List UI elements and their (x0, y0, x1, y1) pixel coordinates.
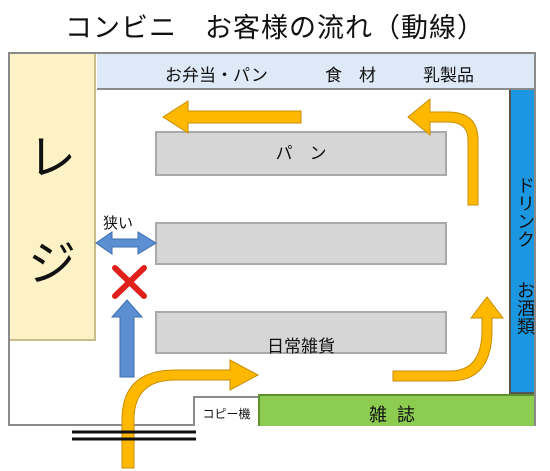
page-title: コンビニ お客様の流れ（動線） (65, 13, 485, 44)
shelf-bread-label: パ ン (275, 144, 327, 164)
register-area: レ ジ (10, 54, 96, 341)
label-alcohol: お酒類 (514, 281, 535, 335)
label-dairy: 乳製品 (423, 66, 474, 86)
shelf-daily-goods-label: 日常雑貨 (267, 337, 335, 357)
label-drink: ドリンク (514, 176, 535, 248)
magazine-label: 雑誌 (369, 405, 425, 426)
entrance-line (72, 430, 196, 441)
magazine-rack: 雑誌 (258, 394, 534, 426)
top-shelf-band: お弁当・パン 食 材 乳製品 (97, 54, 534, 90)
arrow-bottom-right (392, 296, 505, 382)
copy-machine-label: コピー機 (202, 407, 251, 421)
blocked-cross-icon (112, 265, 147, 299)
shelf-middle (155, 222, 447, 265)
narrow-double-arrow (95, 231, 157, 255)
arrow-right-turn (407, 97, 479, 206)
arrow-top-left (162, 100, 302, 134)
blue-up-arrow (110, 299, 144, 378)
copy-machine: コピー機 (193, 396, 258, 426)
label-bento-bread: お弁当・パン (165, 66, 268, 86)
drink-shelf: ドリンク お酒類 (509, 90, 535, 394)
register-label-ji: ジ (27, 236, 76, 292)
register-label-re: レ (27, 130, 76, 186)
shelf-bread: パ ン (155, 131, 447, 176)
label-food: 食 材 (325, 66, 376, 86)
arrow-entry-curve (121, 359, 260, 469)
narrow-aisle-label: 狭い (103, 214, 134, 232)
shelf-daily-goods: 日常雑貨 (155, 311, 447, 357)
